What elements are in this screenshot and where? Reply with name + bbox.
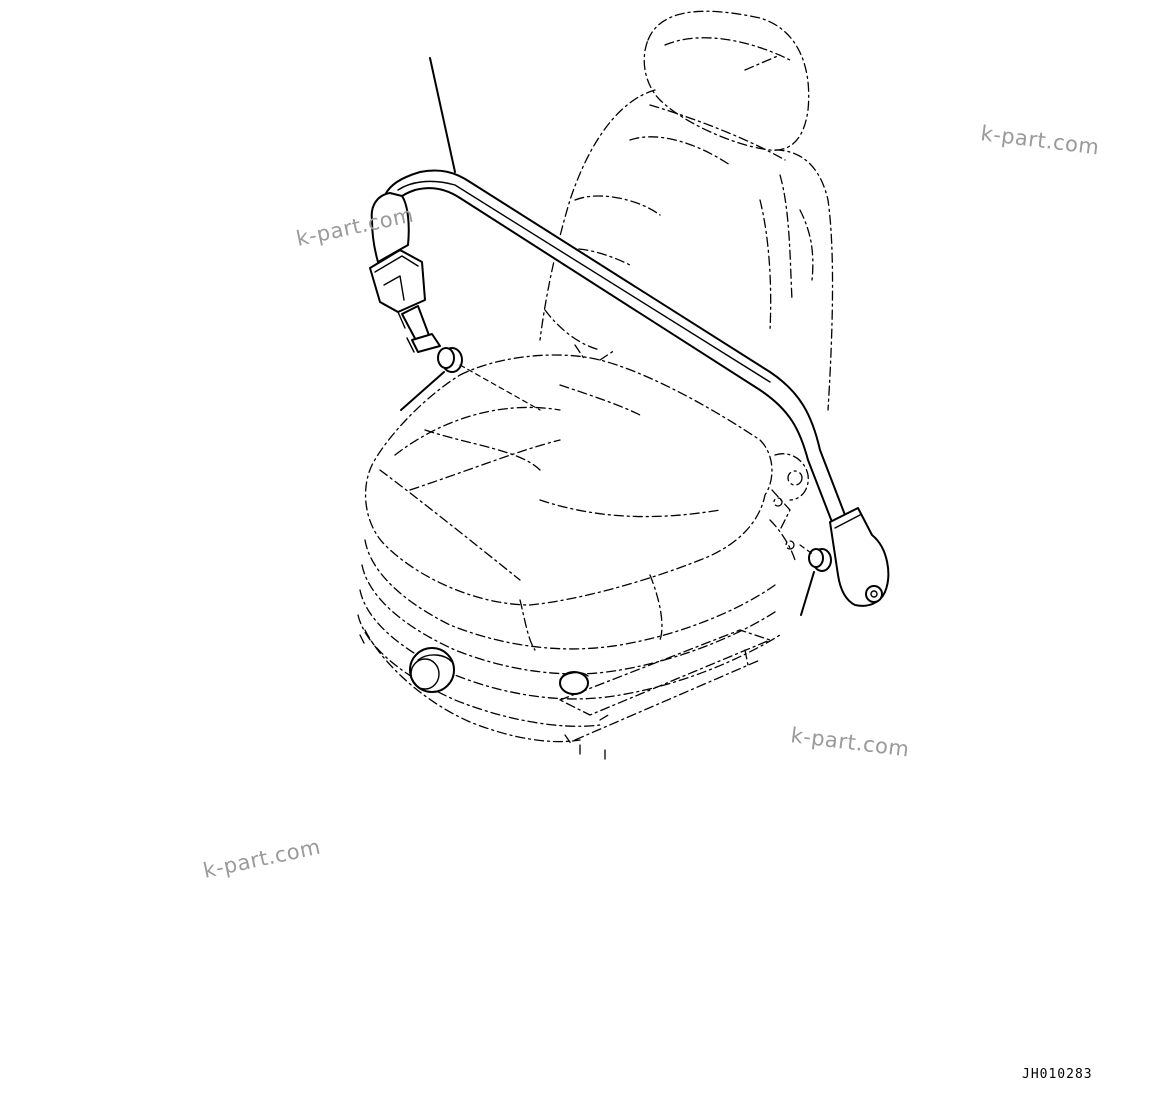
left-spacer-collar [437, 347, 463, 373]
belt-strap [384, 169, 846, 523]
belt-buckle [369, 249, 426, 313]
seat-cushion [364, 354, 773, 606]
seat-adjust-knob-left [409, 647, 455, 693]
leader-line-belt [429, 57, 456, 173]
leader-line-left-collar [400, 371, 445, 411]
watermark-center: k-part.com [789, 723, 910, 761]
watermark-top-right: k-part.com [979, 121, 1100, 159]
belt-left-strap [370, 192, 410, 263]
seat-headrest [643, 10, 810, 151]
seat-slide-rail [559, 629, 771, 716]
seat-suspension [364, 539, 776, 650]
operator-seat-phantom [357, 10, 834, 761]
seat-backrest [539, 89, 656, 341]
right-spacer-collar [808, 548, 832, 572]
watermark-bottom-left: k-part.com [201, 835, 323, 883]
seat-lever-knob-front [559, 671, 589, 695]
drawing-code: JH010283 [1022, 1067, 1093, 1082]
leader-line-right-collar [800, 571, 815, 616]
seat-belt-assembly [369, 169, 890, 607]
